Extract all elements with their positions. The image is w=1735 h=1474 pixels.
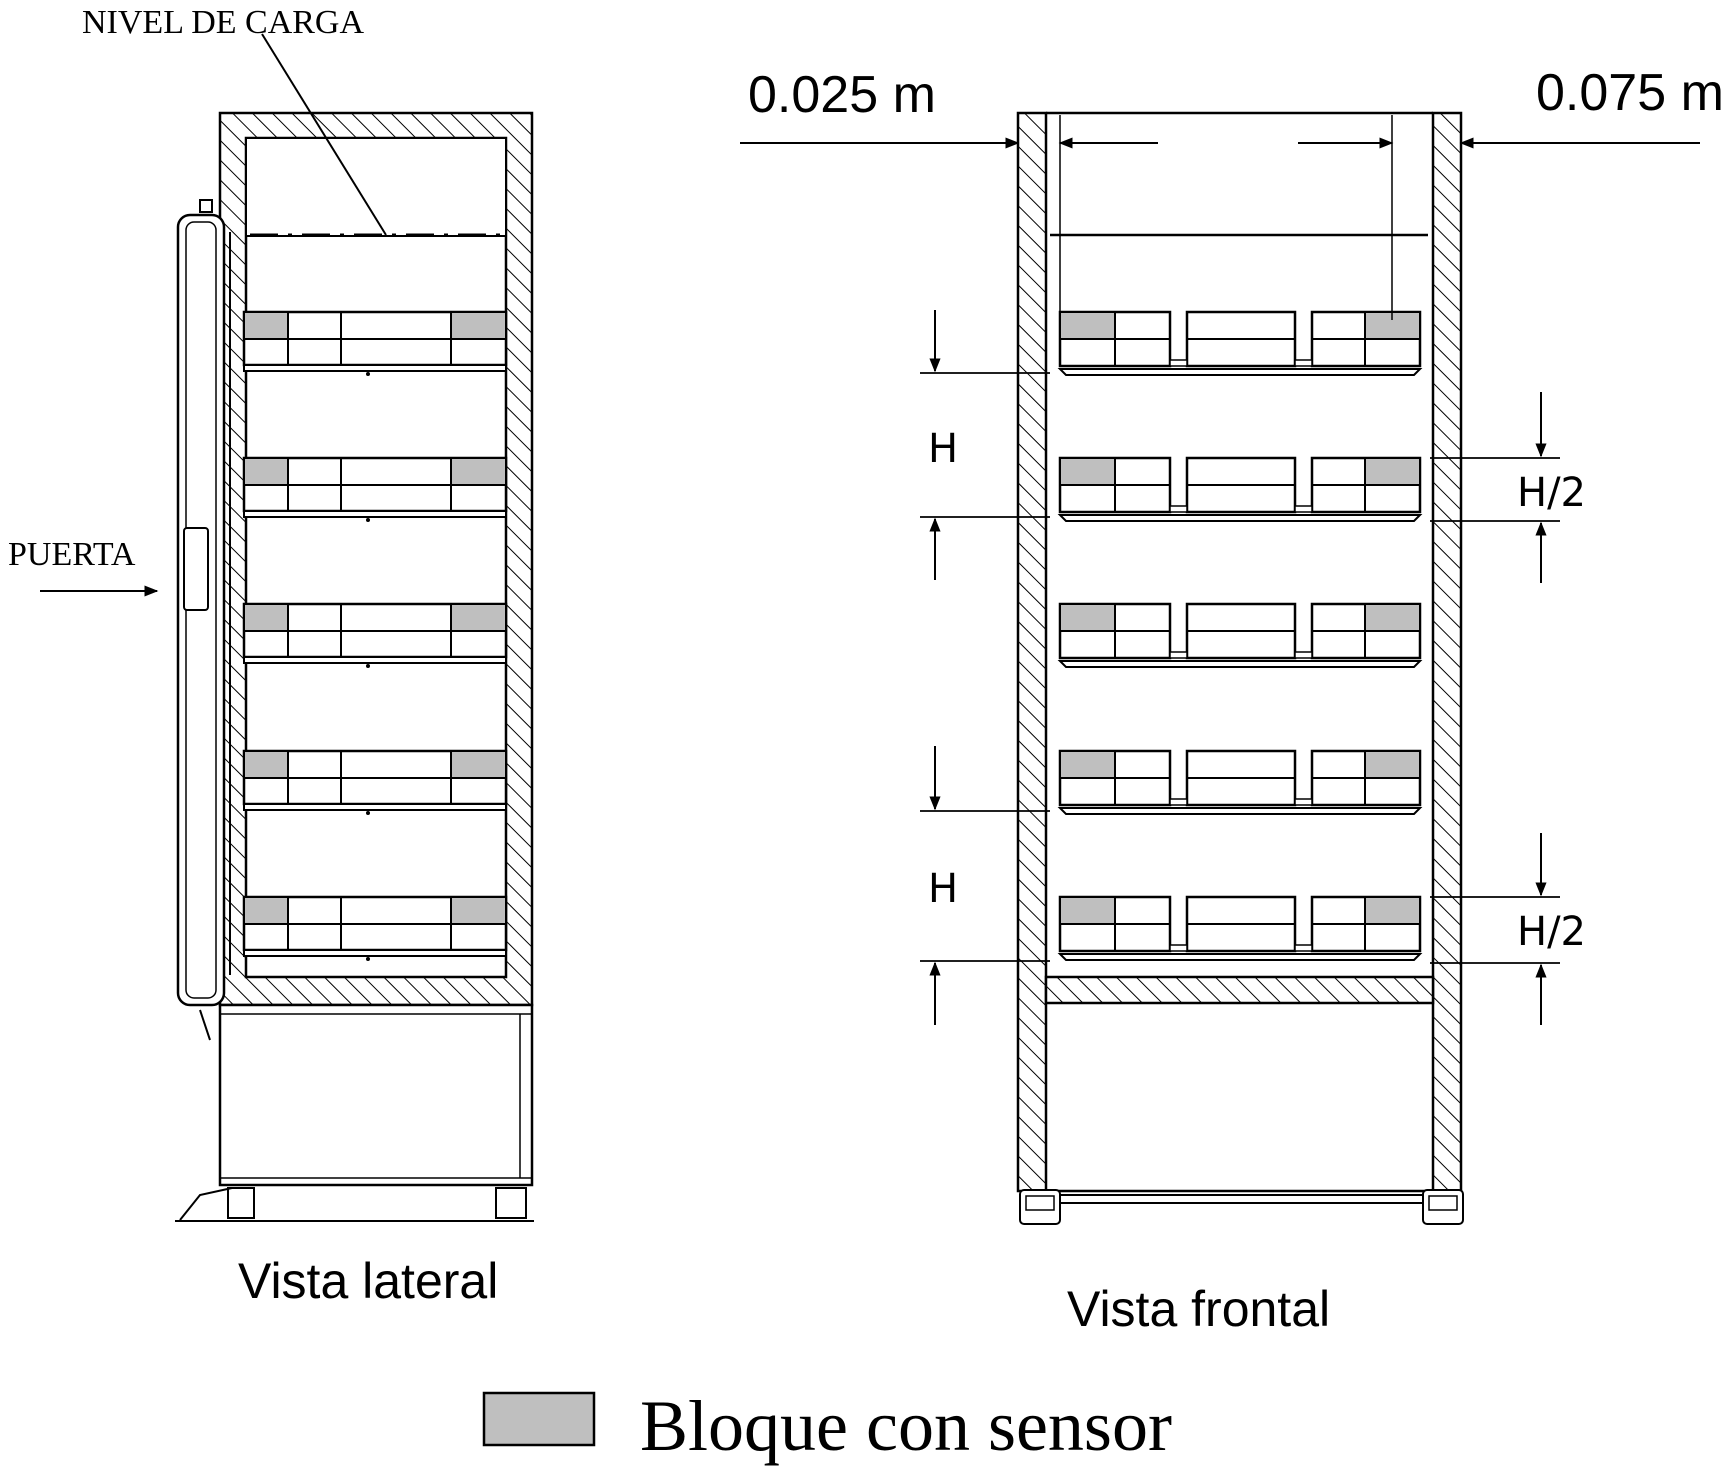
load-level-label: NIVEL DE CARGA [82, 4, 364, 41]
side-view-caption: Vista lateral [238, 1253, 498, 1309]
sensor-block [450, 311, 507, 340]
sensor-block [1059, 311, 1116, 340]
front-shelves [1057, 310, 1423, 961]
side-base [175, 1003, 534, 1222]
half-height-dimension-upper [1430, 392, 1560, 583]
front-shelf-tray [1057, 368, 1423, 376]
front-view-caption: Vista frontal [1067, 1281, 1330, 1337]
side-shelf-plate [243, 803, 507, 811]
dim-left-label: 0.025 m [748, 66, 936, 124]
sensor-block [1059, 750, 1116, 779]
sensor-block [1364, 750, 1421, 779]
front-bottom-plate [1044, 975, 1435, 1005]
half-height-label-upper: H/2 [1517, 470, 1586, 516]
sensor-block [1059, 603, 1116, 632]
sensor-block [1364, 896, 1421, 925]
door-hinge-top [199, 199, 213, 213]
front-shelf [1057, 895, 1423, 961]
side-shelves [242, 310, 508, 961]
height-dimension-lower [920, 746, 1050, 1025]
sensor-block [1059, 896, 1116, 925]
sensor-block [243, 750, 289, 779]
side-shelf-plate [243, 949, 507, 957]
height-dimension-upper [920, 310, 1050, 580]
sensor-block [243, 311, 289, 340]
front-shelf-tray [1057, 807, 1423, 815]
front-view [740, 111, 1700, 1225]
sensor-block [450, 603, 507, 632]
door [176, 199, 231, 1041]
front-shelf [1057, 749, 1423, 815]
sensor-block [1364, 603, 1421, 632]
side-shelf [242, 895, 508, 961]
side-shelf [242, 749, 508, 815]
sensor-block [450, 457, 507, 486]
height-label-upper: H [928, 426, 958, 472]
sensor-block [243, 603, 289, 632]
front-shelf-tray [1057, 660, 1423, 668]
side-shelf-plate [243, 510, 507, 518]
half-height-dimension-lower [1430, 833, 1560, 1025]
dimension-left [740, 115, 1158, 320]
side-view [175, 111, 534, 1222]
front-right-wall [1431, 111, 1463, 1193]
half-height-label-lower: H/2 [1517, 909, 1586, 955]
height-label-lower: H [928, 866, 958, 912]
side-inner-top-liner [245, 137, 507, 237]
legend: Bloque con sensor [482, 1386, 1172, 1466]
side-shelf-plate [243, 364, 507, 372]
sensor-block [1059, 457, 1116, 486]
side-cabinet-walls [218, 111, 534, 1007]
sensor-block [243, 457, 289, 486]
side-shelf-plate [243, 656, 507, 664]
side-shelf [242, 456, 508, 522]
sensor-block [450, 896, 507, 925]
side-shelf [242, 602, 508, 668]
dimension-right [1298, 115, 1700, 320]
dim-right-label: 0.075 m [1536, 64, 1724, 122]
legend-swatch [482, 1391, 596, 1447]
front-shelf-tray [1057, 953, 1423, 961]
sensor-block [243, 896, 289, 925]
legend-label: Bloque con sensor [640, 1386, 1172, 1466]
front-shelf [1057, 602, 1423, 668]
load-level-leader [261, 33, 387, 236]
door-handle [183, 527, 209, 611]
front-shelf [1057, 310, 1423, 376]
front-left-wall [1016, 111, 1048, 1193]
side-shelf [242, 310, 508, 376]
door-label: PUERTA [8, 536, 136, 573]
sensor-block [1364, 457, 1421, 486]
sensor-block [450, 750, 507, 779]
front-shelf-tray [1057, 514, 1423, 522]
front-shelf [1057, 456, 1423, 522]
